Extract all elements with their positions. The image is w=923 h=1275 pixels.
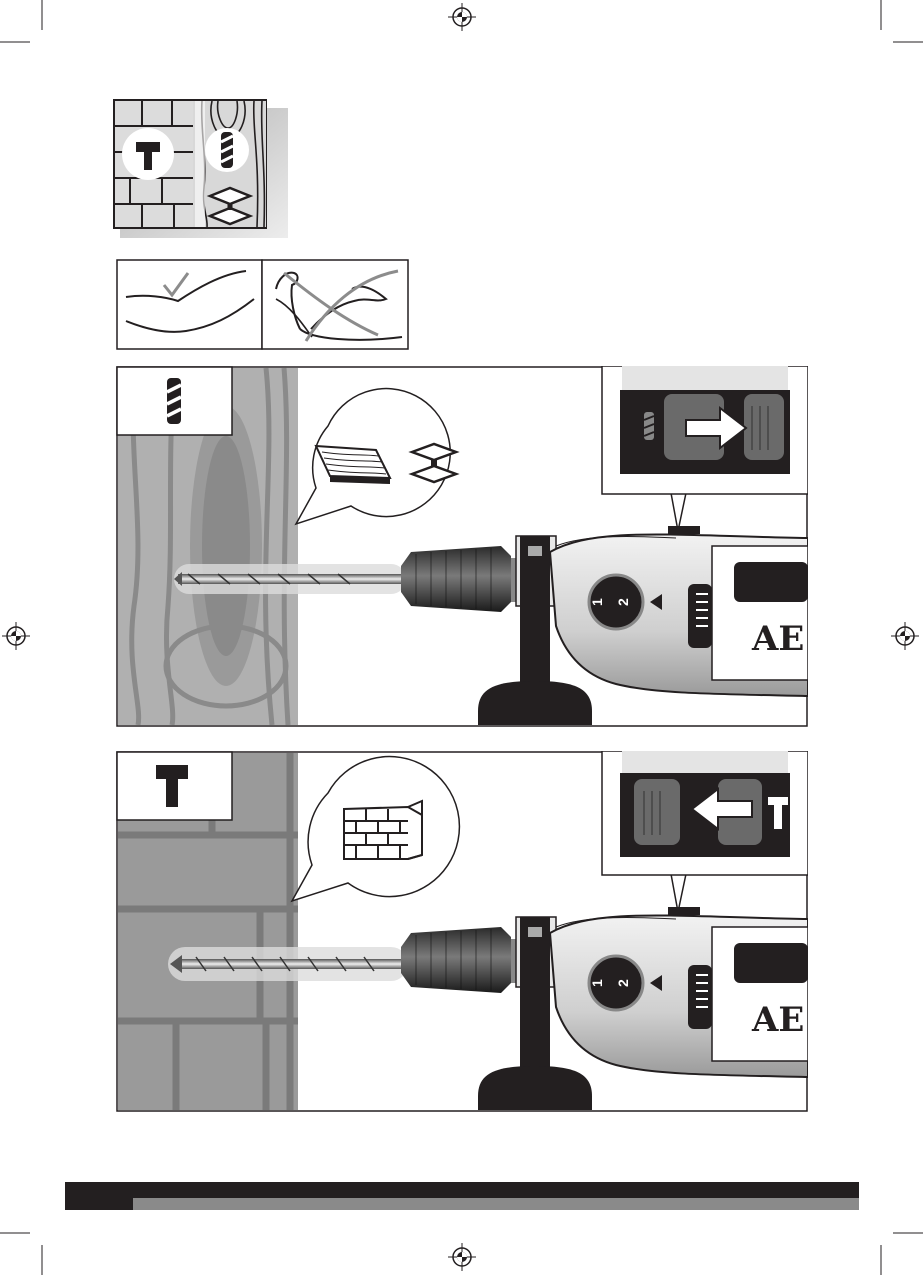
registration-mark-icon	[2, 622, 30, 650]
brand-logo: AE	[751, 619, 804, 659]
hammer-drilling-panel: AE 1 2	[116, 751, 808, 1112]
registration-mark-icon	[448, 1243, 476, 1271]
dial-label-one: 1	[589, 979, 605, 987]
dial-label-one: 1	[589, 598, 605, 606]
brand-logo: AE	[751, 1000, 804, 1040]
registration-mark-icon	[448, 3, 476, 31]
posture-diagram	[116, 259, 410, 351]
footer-bar	[65, 1182, 859, 1198]
application-icon	[112, 98, 292, 240]
footer-tab	[65, 1198, 133, 1210]
footer-stripe	[133, 1198, 859, 1210]
brick-wall-icon	[344, 801, 422, 859]
dial-label-two: 2	[615, 598, 631, 606]
drill-bit-icon	[644, 412, 654, 440]
drill-bit-icon	[167, 378, 181, 424]
registration-mark-icon	[891, 622, 919, 650]
dial-label-two: 2	[615, 979, 631, 987]
drilling-panel: AE 1 2	[116, 366, 808, 727]
